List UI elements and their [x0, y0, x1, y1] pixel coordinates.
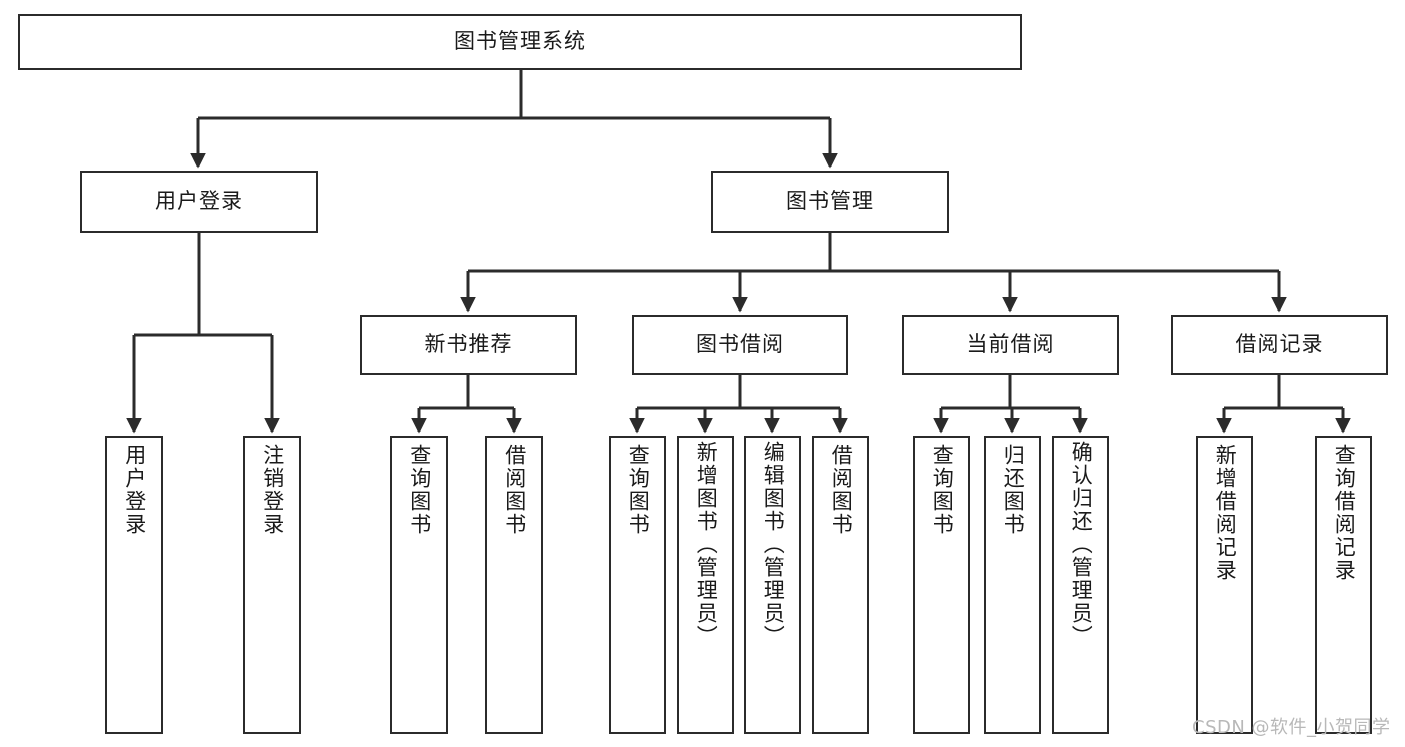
- node-q-book-2[interactable]: 查询图书: [609, 436, 666, 734]
- node-user-logout-action[interactable]: 注销登录: [243, 436, 301, 734]
- node-q-book-1[interactable]: 查询图书: [390, 436, 448, 734]
- node-confirm-return-label: 确认归还（管理员）: [1069, 441, 1094, 648]
- node-b-book-1[interactable]: 借阅图书: [485, 436, 543, 734]
- node-q-book-3[interactable]: 查询图书: [913, 436, 970, 734]
- node-query-record-label: 查询借阅记录: [1332, 444, 1357, 582]
- node-root[interactable]: 图书管理系统: [18, 14, 1022, 70]
- node-new-book-rec[interactable]: 新书推荐: [360, 315, 577, 375]
- node-edit-book-label: 编辑图书（管理员）: [761, 441, 786, 648]
- node-q-book-3-label: 查询图书: [930, 444, 955, 536]
- node-return-book[interactable]: 归还图书: [984, 436, 1041, 734]
- node-add-record[interactable]: 新增借阅记录: [1196, 436, 1253, 734]
- node-add-book[interactable]: 新增图书（管理员）: [677, 436, 734, 734]
- node-book-manage-label: 图书管理: [786, 189, 874, 214]
- watermark-text: CSDN @软件_小贺同学: [1192, 717, 1391, 738]
- node-user-login-label: 用户登录: [155, 189, 243, 214]
- node-confirm-return[interactable]: 确认归还（管理员）: [1052, 436, 1109, 734]
- node-book-borrow[interactable]: 图书借阅: [632, 315, 848, 375]
- node-current-borrow[interactable]: 当前借阅: [902, 315, 1119, 375]
- node-borrow-record-label: 借阅记录: [1235, 332, 1324, 357]
- node-user-login-action[interactable]: 用户登录: [105, 436, 163, 734]
- node-q-book-2-label: 查询图书: [626, 444, 651, 536]
- node-add-book-label: 新增图书（管理员）: [694, 441, 719, 648]
- node-b-book-1-label: 借阅图书: [502, 444, 527, 536]
- node-book-borrow-label: 图书借阅: [696, 332, 784, 357]
- node-root-label: 图书管理系统: [454, 29, 586, 54]
- node-return-book-label: 归还图书: [1001, 444, 1026, 536]
- node-book-manage[interactable]: 图书管理: [711, 171, 949, 233]
- node-edit-book[interactable]: 编辑图书（管理员）: [744, 436, 801, 734]
- node-query-record[interactable]: 查询借阅记录: [1315, 436, 1372, 734]
- node-b-book-2[interactable]: 借阅图书: [812, 436, 869, 734]
- node-add-record-label: 新增借阅记录: [1213, 444, 1238, 582]
- node-user-logout-action-label: 注销登录: [260, 444, 285, 536]
- node-current-borrow-label: 当前借阅: [966, 332, 1055, 357]
- node-borrow-record[interactable]: 借阅记录: [1171, 315, 1388, 375]
- node-user-login-action-label: 用户登录: [122, 444, 147, 536]
- node-user-login[interactable]: 用户登录: [80, 171, 318, 233]
- node-new-book-rec-label: 新书推荐: [424, 332, 513, 357]
- node-q-book-1-label: 查询图书: [407, 444, 432, 536]
- node-b-book-2-label: 借阅图书: [829, 444, 854, 536]
